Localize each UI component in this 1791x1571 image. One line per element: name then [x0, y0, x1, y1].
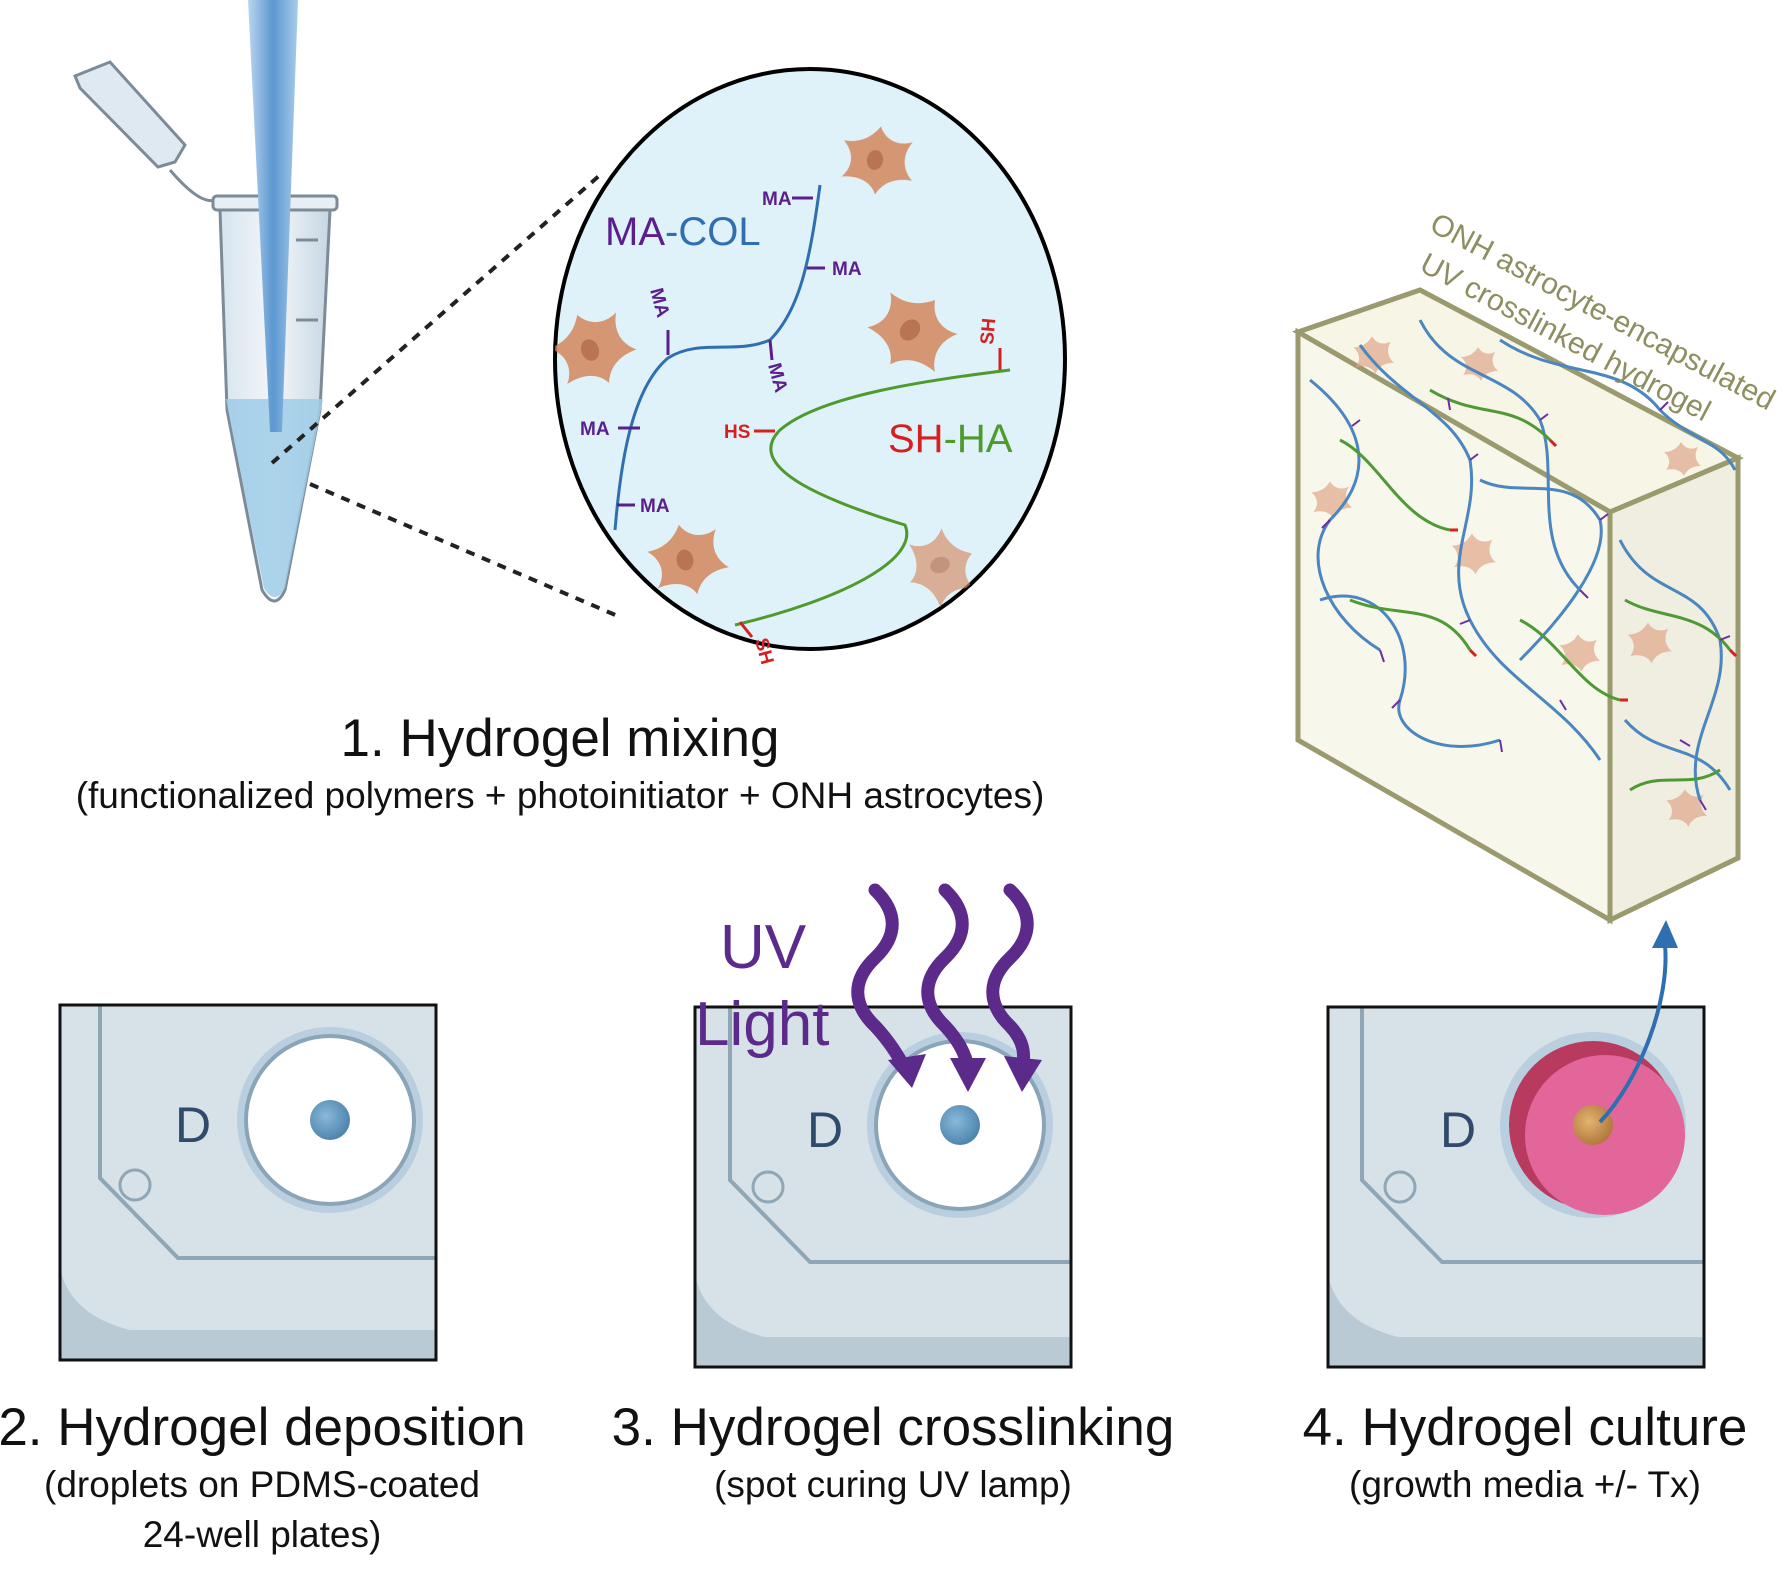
panel-2-title: 2. Hydrogel deposition	[0, 1398, 526, 1457]
panel-3-title: 3. Hydrogel crosslinking	[612, 1398, 1175, 1457]
zoom-line-top	[270, 173, 602, 465]
ma-tag: MA	[832, 259, 862, 280]
panel-4-title: 4. Hydrogel culture	[1303, 1398, 1748, 1457]
uv-arrowheads	[888, 1054, 1042, 1092]
astrocyte-cell	[896, 521, 986, 615]
astrocyte-cell	[643, 517, 733, 602]
zoom-circle: MA MA MA MA MA MA SH HS SH MA-COL SH-HA	[553, 67, 1067, 667]
uv-label: UV	[720, 913, 807, 982]
hydrogel-droplet	[940, 1105, 980, 1145]
panel-2-well-plate	[60, 1005, 436, 1360]
well-letter: D	[175, 1097, 211, 1153]
astrocyte-cell	[854, 274, 971, 390]
light-label: Light	[695, 990, 829, 1059]
hydrogel-droplet	[1573, 1105, 1613, 1145]
hs-tag: HS	[724, 422, 750, 443]
ma-tags	[617, 196, 825, 507]
pipette-tip	[248, 0, 298, 432]
panel-2-subtitle-line-2: 24-well plates)	[143, 1514, 382, 1555]
well-letter: D	[807, 1102, 843, 1158]
panel-4-well-plate	[1328, 1007, 1704, 1367]
ma-tag: MA	[640, 496, 670, 517]
ma-tag: MA	[580, 419, 610, 440]
panel-3-subtitle: (spot curing UV lamp)	[714, 1464, 1072, 1505]
panel-1-subtitle: (functionalized polymers + photoinitiato…	[76, 775, 1045, 816]
col-polymer-chain	[613, 184, 822, 531]
panel-4-subtitle: (growth media +/- Tx)	[1349, 1464, 1701, 1505]
panel-1-title: 1. Hydrogel mixing	[341, 709, 780, 768]
hydrogel-cube	[1291, 287, 1744, 925]
ha-polymer-chain	[734, 368, 1011, 627]
tube-cap	[73, 60, 216, 203]
uv-waves	[851, 883, 1034, 1075]
astrocyte-cell	[555, 299, 645, 398]
panel-3-well-plate	[695, 1007, 1071, 1367]
sh-ha-label: SH-HA	[888, 417, 1013, 461]
sh-tag: SH	[977, 317, 1000, 345]
ma-col-label: MA-COL	[605, 210, 761, 254]
well-letter: D	[1440, 1102, 1476, 1158]
ma-tag: MA	[762, 189, 792, 210]
hydrogel-droplet	[310, 1100, 350, 1140]
astrocyte-cell	[835, 120, 921, 201]
zoom-line-bottom	[309, 482, 621, 619]
zoom-arrow	[1598, 920, 1678, 1124]
panel-1: MA MA MA MA MA MA SH HS SH MA-COL SH-HA …	[73, 0, 1067, 816]
panel-2-subtitle-line-1: (droplets on PDMS-coated	[44, 1464, 480, 1505]
